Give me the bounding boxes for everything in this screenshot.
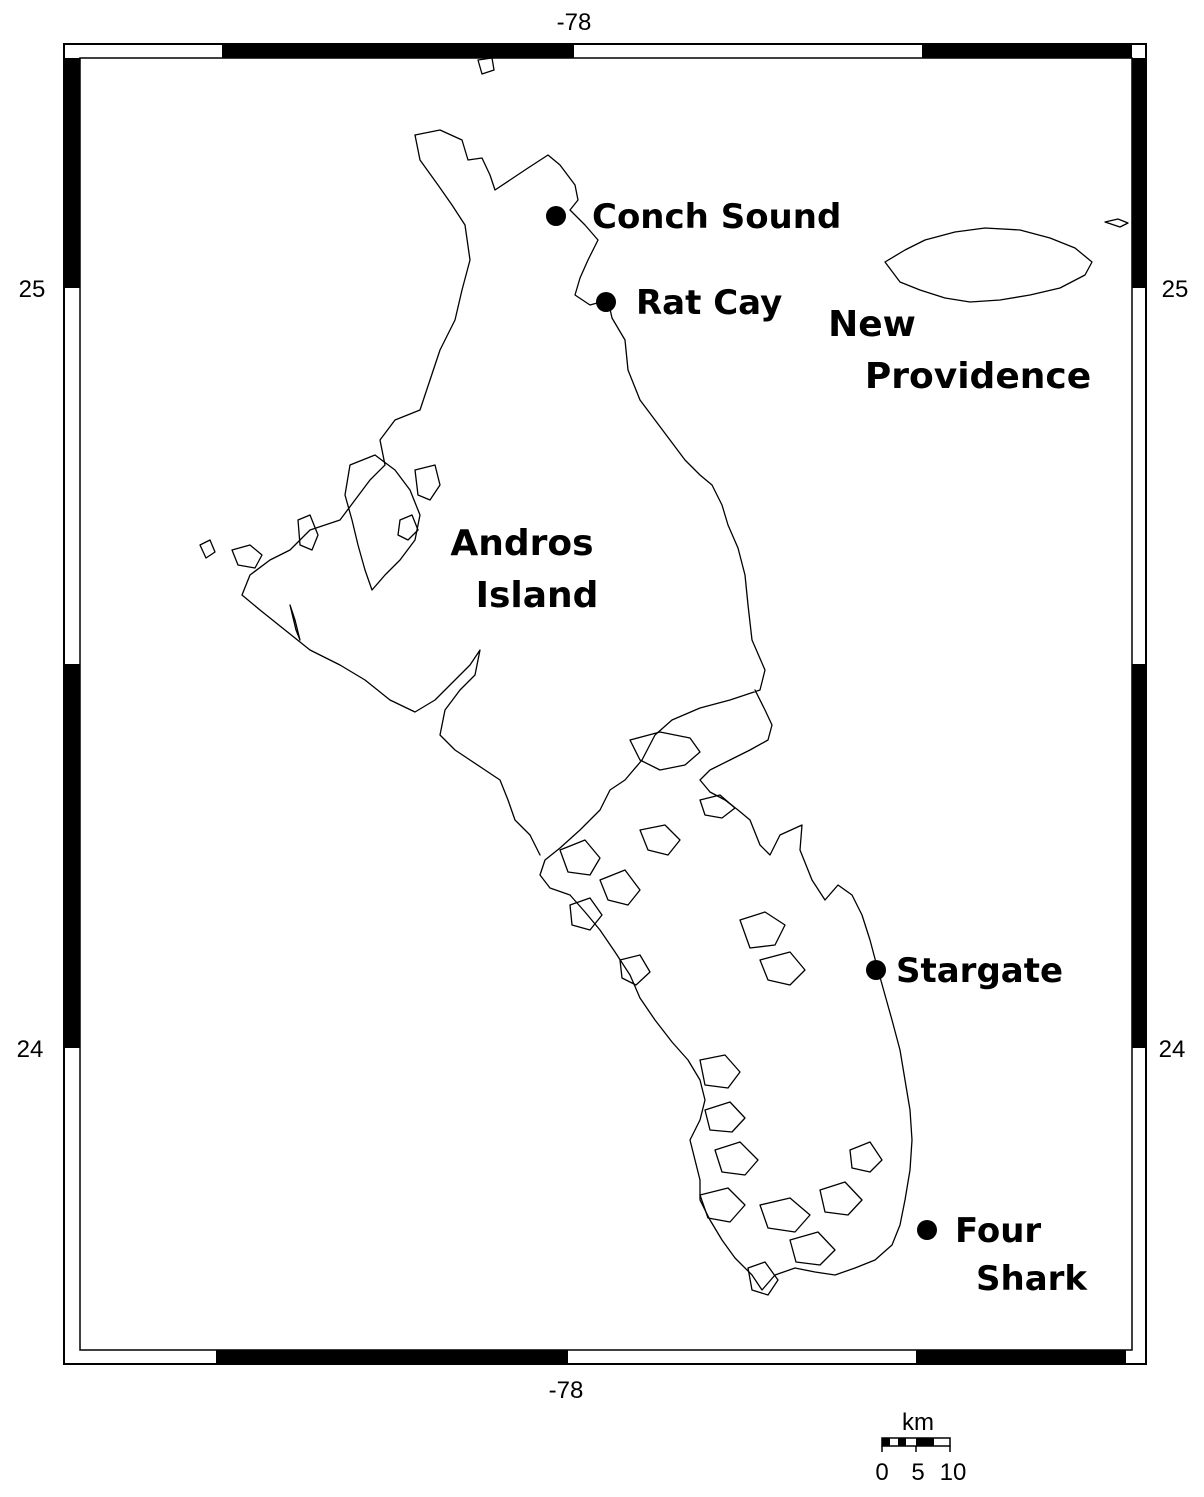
site-label: Stargate xyxy=(896,951,1063,991)
lon-label-bottom: -78 xyxy=(549,1377,584,1404)
scale-tick-5: 5 xyxy=(911,1459,924,1486)
new-providence-coastline xyxy=(884,218,1129,303)
site-stargate: Stargate xyxy=(866,951,1063,991)
site-label: Conch Sound xyxy=(592,197,841,237)
region-label-andros: Andros xyxy=(450,523,593,564)
region-label-island: Island xyxy=(476,575,599,616)
site-label: Shark xyxy=(976,1259,1088,1299)
lat-label-lower-right: 24 xyxy=(1159,1036,1186,1063)
lat-label-lower-left: 24 xyxy=(17,1036,44,1063)
scale-tick-0: 0 xyxy=(875,1459,888,1486)
region-label-providence: Providence xyxy=(865,356,1091,397)
scale-bar: km 0 5 10 xyxy=(875,1409,966,1486)
map-frame xyxy=(63,43,1147,1365)
andros-island-coastline xyxy=(199,57,913,1296)
site-label: Rat Cay xyxy=(636,283,782,323)
lat-label-upper-left: 25 xyxy=(19,276,46,303)
site-rat-cay: Rat Cay xyxy=(596,283,782,323)
scale-unit: km xyxy=(902,1409,934,1436)
site-marker xyxy=(866,960,886,980)
site-marker xyxy=(917,1220,937,1240)
region-label-new: New xyxy=(828,304,916,345)
lon-label-top: -78 xyxy=(557,9,592,36)
site-conch-sound: Conch Sound xyxy=(546,197,841,237)
site-marker xyxy=(546,206,566,226)
lat-label-upper-right: 25 xyxy=(1162,276,1189,303)
site-marker xyxy=(596,292,616,312)
site-label: Four xyxy=(955,1211,1041,1251)
site-four-shark: Four Shark xyxy=(917,1211,1088,1299)
scale-tick-10: 10 xyxy=(940,1459,967,1486)
